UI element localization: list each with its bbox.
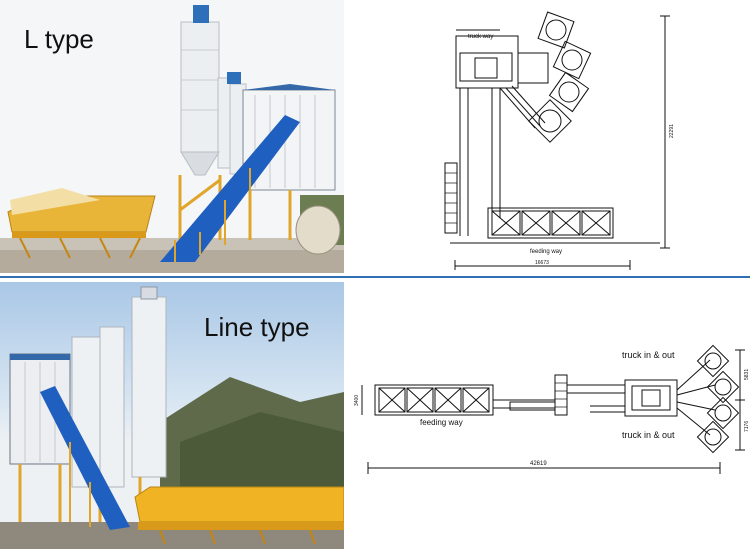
- section-divider: [0, 276, 750, 278]
- line-type-cad-plan: truck in & out truck in & out feeding wa…: [354, 344, 750, 474]
- l-type-photo: L type: [0, 0, 344, 273]
- truck-in-out-bottom-label: truck in & out: [622, 430, 675, 440]
- total-dimension: 42619: [530, 461, 547, 467]
- width-dimension: 16673: [535, 260, 549, 266]
- l-type-cad-plan: truck way feeding way 16673 22291: [444, 11, 675, 270]
- line-type-photo: Line type: [0, 282, 344, 549]
- line-type-plant-illustration: [0, 286, 344, 549]
- l-type-label: L type: [24, 24, 94, 54]
- feeding-way-label-bottom: feeding way: [420, 418, 463, 427]
- line-type-label: Line type: [204, 312, 310, 342]
- line-type-layout-drawing: truck in & out truck in & out feeding wa…: [350, 340, 750, 475]
- right-top-dimension: 5831: [744, 369, 750, 380]
- l-type-plant-illustration: [0, 5, 344, 273]
- truck-in-out-top-label: truck in & out: [622, 350, 675, 360]
- feeding-way-label-top: feeding way: [530, 249, 562, 255]
- left-dimension: 3400: [354, 395, 360, 406]
- truck-way-label: truck way: [468, 34, 493, 40]
- right-bottom-dimension: 7176: [744, 421, 750, 432]
- l-type-layout-drawing: truck way feeding way 16673 22291: [430, 8, 740, 270]
- height-dimension: 22291: [669, 124, 675, 138]
